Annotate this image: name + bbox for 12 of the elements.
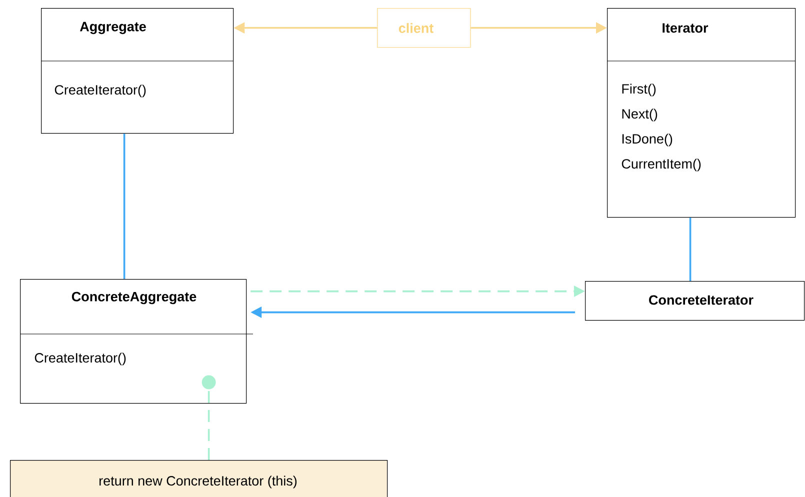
connector-line: [123, 134, 126, 279]
method-name: First(): [622, 84, 656, 96]
class-name: ConcreteIterator: [649, 295, 754, 305]
method-name: IsDone(): [622, 134, 672, 146]
method-name: Next(): [622, 108, 658, 122]
note-text: return new ConcreteIterator (this): [100, 476, 297, 488]
class-name: Iterator: [662, 23, 708, 33]
label-text: client: [398, 23, 434, 33]
method-name: CurrentItem(): [622, 158, 701, 172]
connector-line: [689, 218, 692, 281]
method-name: CreateIterator(): [54, 84, 146, 98]
class-name: Aggregate: [80, 22, 146, 34]
